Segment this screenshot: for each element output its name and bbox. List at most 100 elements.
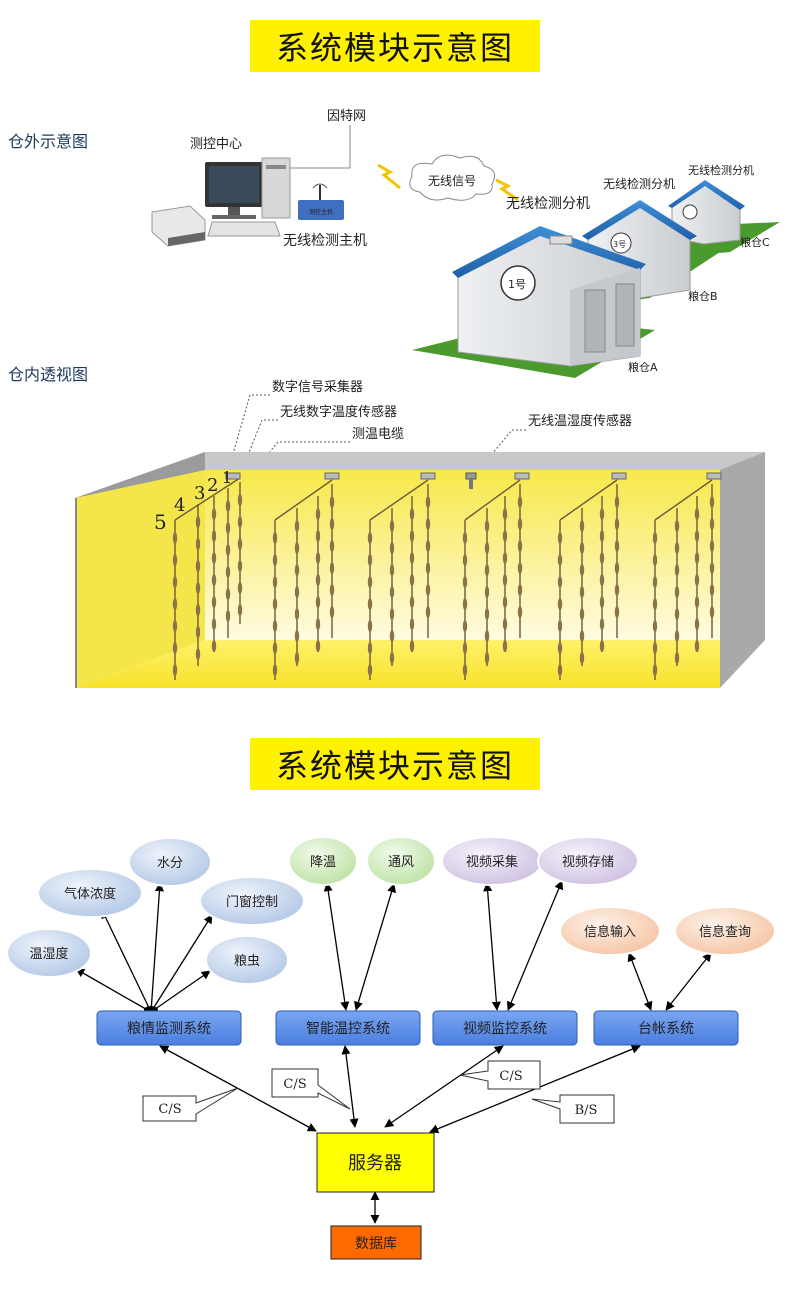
cable-sensor-node <box>315 640 321 652</box>
svg-text:台帐系统: 台帐系统 <box>638 1021 694 1037</box>
temp-control-system-box: 智能温控系统 <box>275 1010 421 1046</box>
cable-sensor-node <box>462 642 468 654</box>
cable-sensor-node <box>425 518 431 530</box>
cable-sensor-node <box>484 542 490 554</box>
cable-sensor-node <box>652 620 658 632</box>
cable-sensor-node <box>225 500 231 512</box>
cable-sensor-node <box>367 598 373 610</box>
cable-sensor-node <box>579 652 585 664</box>
cable-sensor-node <box>329 496 335 508</box>
cable-sensor-node <box>484 586 490 598</box>
cable-sensor-node <box>425 496 431 508</box>
cable-sensor-node <box>367 620 373 632</box>
wireless-signal-label: 无线信号 <box>428 174 476 188</box>
cable-sensor-node <box>425 606 431 618</box>
cable-sensor-node <box>367 576 373 588</box>
internet-label: 因特网 <box>327 109 366 124</box>
cable-sensor-node <box>557 576 563 588</box>
grain-item-humidity: 温湿度 <box>6 928 92 978</box>
ledger-item-query: 信息查询 <box>674 906 776 956</box>
internet-link-line <box>290 125 351 169</box>
cable-sensor-node <box>484 630 490 642</box>
cable-feed-line <box>174 477 241 521</box>
cable-sensor-node <box>709 496 715 508</box>
sub-unit-label-b: 无线检测分机 <box>603 176 675 191</box>
cable-sensor-node <box>211 530 217 542</box>
cable-sensor-node <box>517 584 523 596</box>
cable-feed-line <box>654 479 713 521</box>
cable-sensor-node <box>195 626 201 638</box>
cable-sensor-node <box>502 618 508 630</box>
cable-sensor-node <box>694 618 700 630</box>
svg-text:气体浓度: 气体浓度 <box>64 886 116 902</box>
cable-sensor-node <box>517 540 523 552</box>
cable-sensor-node <box>225 566 231 578</box>
cable-sensor-node <box>599 618 605 630</box>
wireless-main-unit-icon: 测控主机 <box>298 183 344 220</box>
cable-sensor-node <box>674 586 680 598</box>
cable-sensor-node <box>557 620 563 632</box>
cable-sensor-node <box>652 664 658 676</box>
cable-sensor-node <box>579 586 585 598</box>
cable-sensor-node <box>517 562 523 574</box>
granary-c-name: 粮仓C <box>740 235 770 249</box>
cable-sensor-node <box>315 508 321 520</box>
cable-sensor-node <box>579 608 585 620</box>
cable-sensor-node <box>294 564 300 576</box>
cable-sensor-node <box>674 630 680 642</box>
cable-sensor-node <box>674 520 680 532</box>
cable-sensor-node <box>425 562 431 574</box>
cable-sensor-node <box>517 496 523 508</box>
cable-sensor-node <box>195 560 201 572</box>
cable-sensor-node <box>237 560 243 572</box>
cable-sensor-node <box>709 584 715 596</box>
svg-text:信息输入: 信息输入 <box>584 924 636 940</box>
cable-sensor-node <box>367 532 373 544</box>
cable-sensor-node <box>367 664 373 676</box>
collector-boxes <box>225 472 722 480</box>
cable-sensor-node <box>502 596 508 608</box>
cable-sensor-node <box>557 598 563 610</box>
svg-text:数据库: 数据库 <box>355 1236 397 1252</box>
cable-sensor-node <box>579 630 585 642</box>
cable-sensor-node <box>237 604 243 616</box>
grain-monitor-system-box: 粮情监测系统 <box>96 1010 242 1046</box>
granary-b-name: 粮仓B <box>688 289 718 303</box>
cable-sensor-node <box>709 562 715 574</box>
cable-sensor-node <box>694 596 700 608</box>
svg-text:C/S: C/S <box>499 1069 522 1084</box>
cable-sensor-node <box>329 540 335 552</box>
cable-sensor-node <box>614 606 620 618</box>
cable-sensor-node <box>389 586 395 598</box>
svg-text:水分: 水分 <box>157 856 183 871</box>
cable-feed-line <box>559 479 618 521</box>
bs-callout: B/S <box>531 1094 615 1124</box>
cable-sensor-node <box>652 642 658 654</box>
cable-sensor-node <box>557 664 563 676</box>
cable-sensor-node <box>272 620 278 632</box>
cable-sensor-node <box>315 596 321 608</box>
video-monitor-system-box: 视频监控系统 <box>432 1010 578 1046</box>
cable-sensor-node <box>225 522 231 534</box>
sub-unit-label-c: 无线检测分机 <box>688 163 754 177</box>
video-item-storage: 视频存储 <box>537 836 639 886</box>
cable-sensor-node <box>211 574 217 586</box>
cable-sensor-node <box>409 574 415 586</box>
cable-sensor-node <box>294 520 300 532</box>
cable-sensor-node <box>694 508 700 520</box>
cable-sensor-node <box>502 508 508 520</box>
cable-sensor-node <box>367 642 373 654</box>
cable-sensor-node <box>462 598 468 610</box>
cable-sensor-node <box>409 640 415 652</box>
cable-sensor-node <box>709 518 715 530</box>
cable-sensor-node <box>484 564 490 576</box>
ledger-item-input: 信息输入 <box>559 906 661 956</box>
cable-sensor-node <box>462 664 468 676</box>
humidity-sensor-icon <box>465 472 477 489</box>
cable-sensor-node <box>579 542 585 554</box>
cable-sensor-node <box>315 618 321 630</box>
cable-sensor-node <box>614 496 620 508</box>
cable-sensor-node <box>172 554 178 566</box>
cable-sensor-node <box>614 562 620 574</box>
cable-sensor-node <box>172 664 178 676</box>
